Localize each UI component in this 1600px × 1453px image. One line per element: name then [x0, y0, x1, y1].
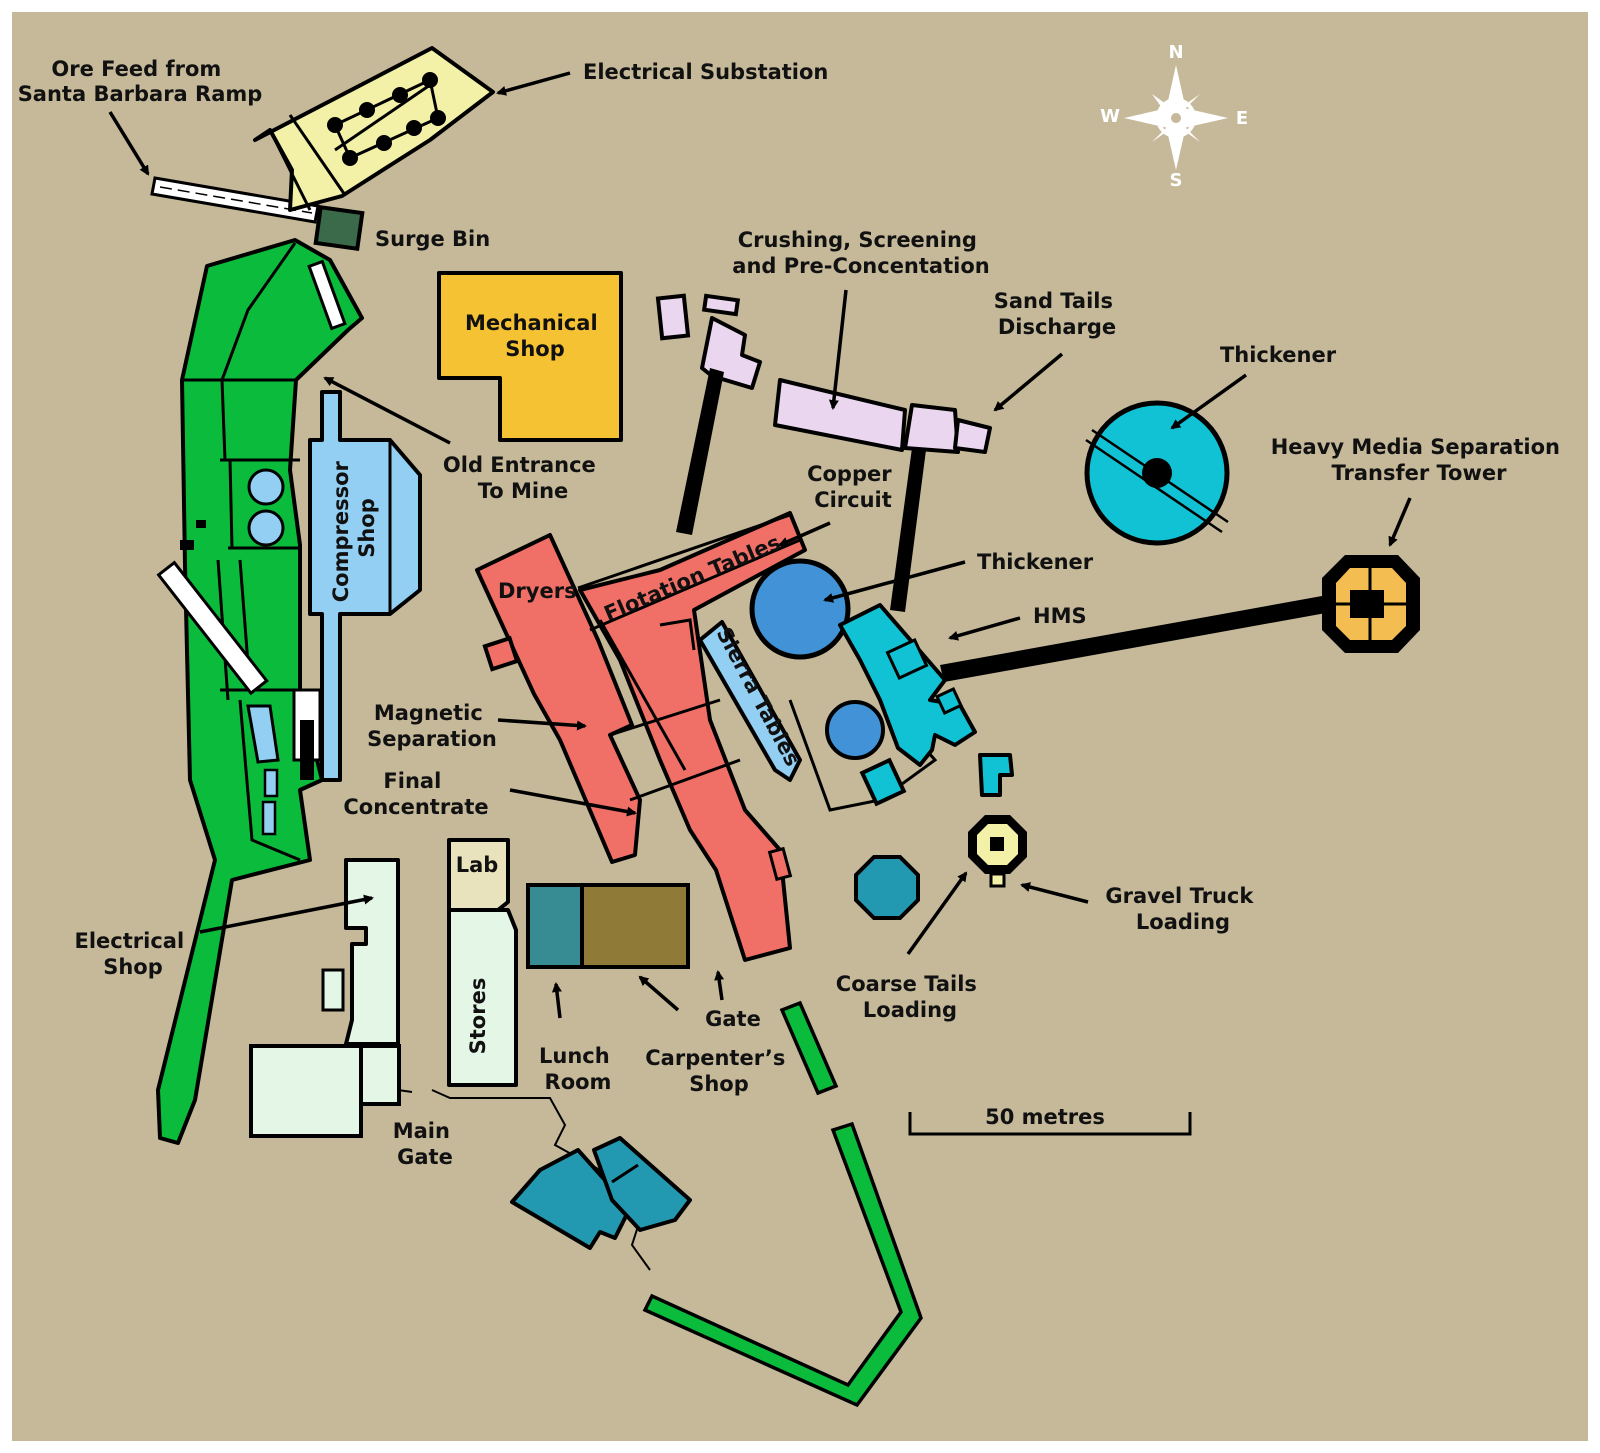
hms-building: [788, 603, 1014, 812]
label-thickener-top: Thickener: [1220, 343, 1337, 367]
conveyor-ramp: [156, 560, 269, 696]
label-dryers: Dryers: [498, 579, 577, 603]
label-gravel-truck: Gravel Truck Loading: [1105, 884, 1260, 934]
gatehouse-buildings: [510, 1136, 692, 1250]
label-stores: Stores: [466, 978, 490, 1055]
thickener-large: [1084, 400, 1230, 546]
compass-south: S: [1170, 170, 1183, 191]
surge-bin: [313, 204, 365, 252]
label-hms: HMS: [1033, 604, 1087, 628]
stores-building: [447, 908, 518, 1087]
transformer-dots: [327, 72, 446, 166]
label-electrical-shop: Electrical Shop: [75, 929, 192, 979]
electrical-shop-buildings: [249, 858, 401, 1138]
compass-north: N: [1168, 42, 1183, 63]
compass-west: W: [1100, 106, 1120, 127]
lab-building: [447, 838, 510, 912]
mechanical-shop: [437, 271, 623, 442]
label-main-gate: Main Gate: [393, 1119, 458, 1169]
mine-area-green: [156, 238, 364, 1145]
label-crushing: Crushing, Screening and Pre-Concentation: [732, 228, 989, 278]
label-electrical-substation: Electrical Substation: [583, 60, 828, 84]
label-lab: Lab: [456, 853, 499, 877]
label-carpenters-shop: Carpenter’s Shop: [645, 1046, 792, 1096]
compass-east: E: [1236, 108, 1248, 129]
label-sand-tails: Sand Tails Discharge: [994, 289, 1121, 339]
scale-bar-label: 50 metres: [985, 1105, 1105, 1129]
label-surge-bin: Surge Bin: [375, 227, 490, 251]
coarse-tails-bin: [854, 855, 920, 920]
label-magnetic-separation: Magnetic Separation: [367, 701, 497, 751]
gravel-truck-loading: [968, 815, 1027, 888]
label-hms-tower: Heavy Media Separation Transfer Tower: [1271, 435, 1568, 485]
label-mechanical-shop: Mechanical Shop: [465, 311, 605, 361]
compass-rose: N S E W: [1100, 42, 1248, 191]
processing-building-salmon: [475, 511, 807, 962]
carpenters-shop: [580, 883, 690, 969]
label-copper-circuit: Copper Circuit: [807, 462, 899, 512]
hms-transfer-tower: [1322, 555, 1420, 653]
label-thickener-mid: Thickener: [977, 550, 1094, 574]
copper-circuit-tank: [749, 558, 851, 660]
label-compressor-shop: Compressor Shop: [329, 454, 379, 602]
label-coarse-tails: Coarse Tails Loading: [836, 972, 984, 1022]
lunch-room: [526, 883, 584, 969]
label-gate: Gate: [705, 1007, 761, 1031]
label-final-concentrate: Final Concentrate: [343, 769, 488, 819]
label-ore-feed: Ore Feed from Santa Barbara Ramp: [18, 57, 263, 106]
ore-feed-conveyor: [150, 176, 320, 224]
compressor-shop: [308, 390, 422, 782]
sierra-tables: [698, 620, 802, 782]
scale-bar: 50 metres: [908, 1105, 1192, 1136]
leader-arrows: [108, 71, 1412, 1019]
conveyor-belts: [676, 368, 1326, 682]
fence-line: [397, 1089, 651, 1271]
small-blue-tank: [825, 700, 885, 760]
electrical-substation: [253, 46, 495, 212]
label-old-entrance: Old Entrance To Mine: [443, 453, 603, 503]
haul-road: [642, 1000, 923, 1408]
label-lunch-room: Lunch Room: [539, 1044, 617, 1094]
